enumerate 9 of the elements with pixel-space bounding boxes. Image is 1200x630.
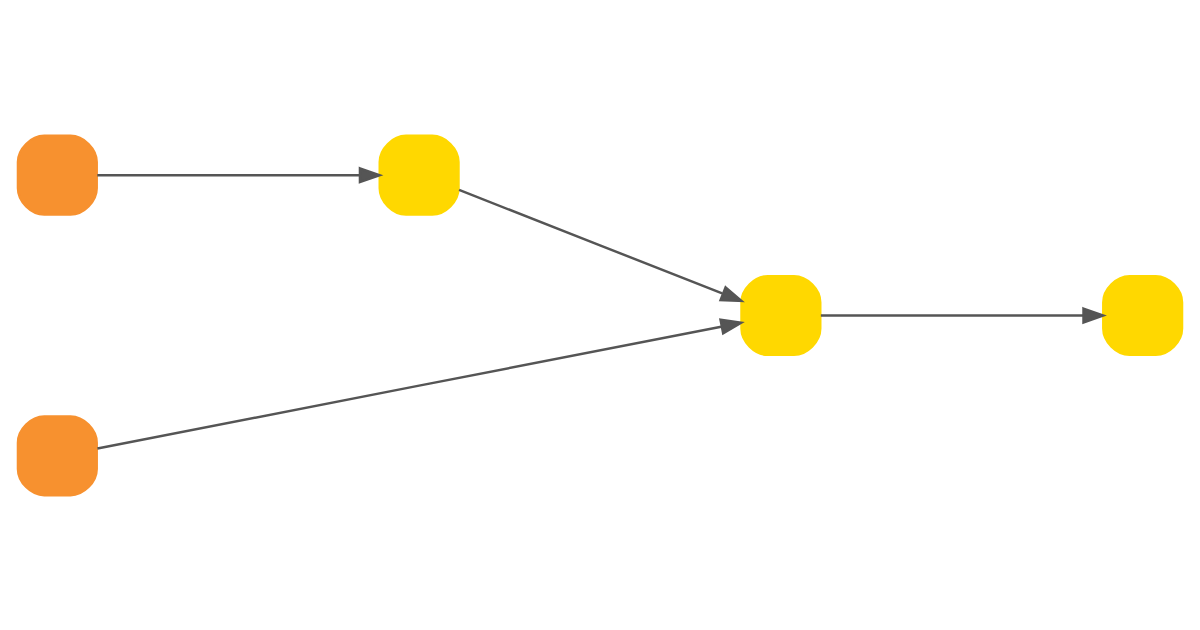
- arrow: [97, 166, 384, 184]
- arrow: [458, 188, 745, 302]
- node-box: [1102, 274, 1184, 356]
- node-box: [740, 274, 822, 356]
- node-box: [16, 134, 98, 216]
- arrow: [97, 317, 745, 450]
- node-box: [378, 134, 460, 216]
- arrow: [820, 306, 1107, 324]
- node-box: [16, 414, 98, 496]
